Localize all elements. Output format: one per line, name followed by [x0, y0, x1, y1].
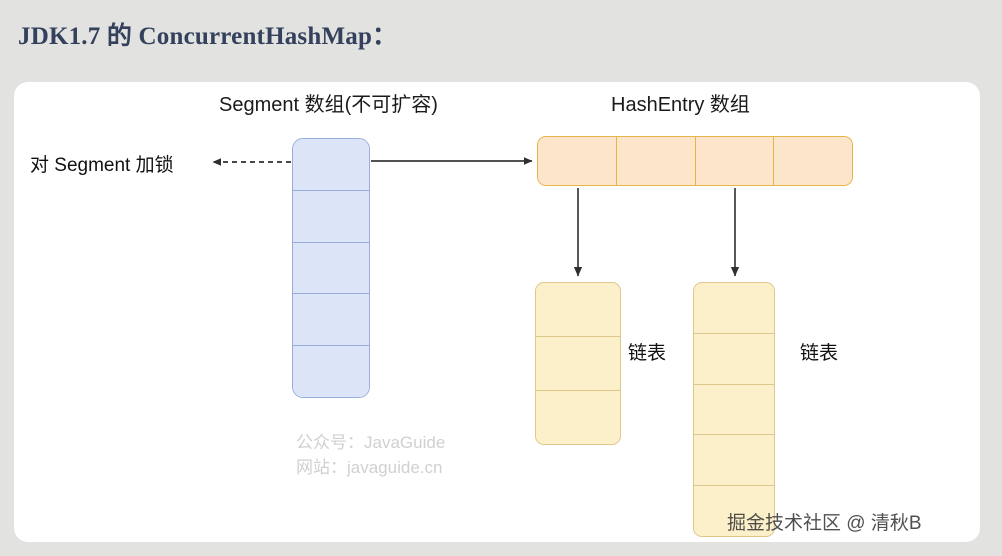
hashentry-array [537, 136, 853, 186]
segment-cell [293, 190, 369, 243]
hashentry-cell [538, 137, 617, 185]
linked-list-1-label: 链表 [628, 343, 667, 364]
linked-list-2-label: 链表 [800, 343, 839, 364]
hashentry-cell [695, 137, 775, 185]
linked-list-node [694, 384, 774, 436]
segment-cell [293, 242, 369, 295]
segment-cell [293, 139, 369, 191]
hashentry-cell [616, 137, 696, 185]
linked-list-2 [693, 282, 775, 537]
javaguide-watermark: 公众号：JavaGuide 网站：javaguide.cn [296, 430, 445, 480]
linked-list-node [694, 333, 774, 385]
segment-cell [293, 294, 369, 347]
segment-cell [293, 346, 369, 397]
segment-array [292, 138, 370, 398]
linked-list-node [536, 283, 620, 337]
segment-array-heading: Segment 数组(不可扩容) [219, 94, 438, 116]
juejin-watermark: 掘金技术社区 @ 清秋B [727, 513, 922, 534]
hashentry-array-heading: HashEntry 数组 [611, 94, 750, 116]
linked-list-node [694, 283, 774, 334]
linked-list-node [694, 435, 774, 487]
page-title: JDK1.7 的 ConcurrentHashMap： [18, 23, 398, 50]
linked-list-1 [535, 282, 621, 445]
linked-list-node [536, 391, 620, 444]
linked-list-node [536, 337, 620, 391]
segment-lock-label: 对 Segment 加锁 [30, 155, 174, 176]
linked-list-node [694, 486, 774, 536]
hashentry-cell [774, 137, 852, 185]
watermark-line-2: 网站：javaguide.cn [296, 458, 443, 477]
watermark-line-1: 公众号：JavaGuide [296, 433, 446, 452]
